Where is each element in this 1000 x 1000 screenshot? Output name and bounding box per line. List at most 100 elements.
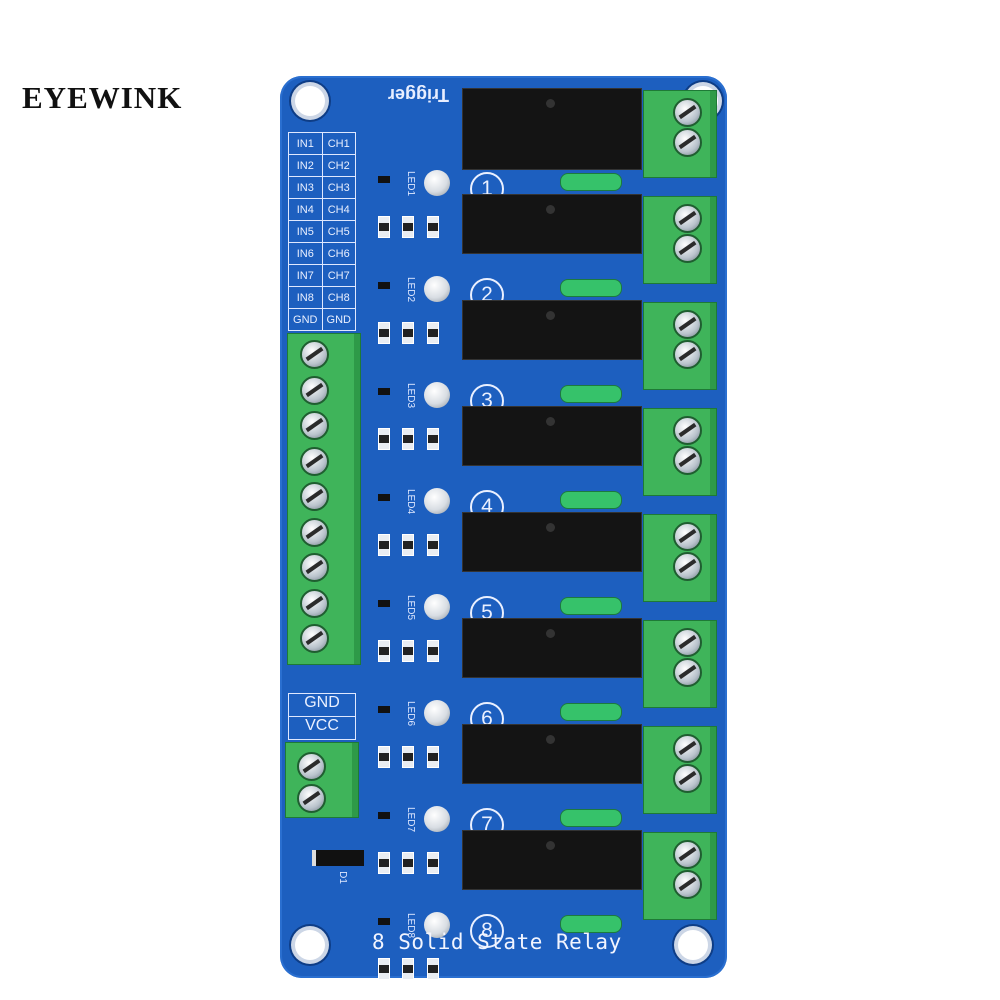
led-label: LED1	[405, 170, 417, 197]
channel-led	[424, 806, 450, 832]
ssr-module	[462, 194, 642, 254]
channel-led	[424, 170, 450, 196]
gnd-label: GND	[288, 693, 356, 717]
io-input-cell: IN6	[288, 242, 323, 265]
signal-screw[interactable]	[300, 411, 329, 440]
mounting-hole-top-left	[295, 86, 325, 116]
resistor	[378, 216, 390, 238]
signal-screw[interactable]	[300, 624, 329, 653]
channel-led	[424, 594, 450, 620]
output-screw[interactable]	[673, 628, 702, 657]
ssr-module	[462, 830, 642, 890]
output-screw[interactable]	[673, 446, 702, 475]
ssr-marker-dot	[546, 205, 555, 214]
signal-screw[interactable]	[300, 375, 329, 405]
channel-led	[424, 700, 450, 726]
signal-screw[interactable]	[300, 482, 329, 511]
output-screw[interactable]	[673, 840, 702, 869]
io-input-cell: IN1	[288, 132, 323, 155]
ssr-marker-dot	[546, 841, 555, 850]
transistor	[378, 812, 390, 819]
io-input-cell: IN2	[288, 154, 323, 177]
resistor	[378, 746, 390, 768]
led-label: LED4	[405, 488, 417, 515]
io-input-cell: IN8	[288, 286, 323, 309]
channel-led	[424, 276, 450, 302]
transistor	[378, 176, 390, 183]
output-screw[interactable]	[673, 658, 702, 687]
io-input-cell: IN3	[288, 176, 323, 199]
output-screw[interactable]	[673, 764, 702, 793]
io-input-cell: IN4	[288, 198, 323, 221]
fuse	[551, 279, 631, 297]
signal-screw[interactable]	[300, 588, 329, 618]
channel-led	[424, 488, 450, 514]
transistor	[378, 706, 390, 713]
ssr-marker-dot	[546, 99, 555, 108]
output-screw[interactable]	[673, 128, 702, 157]
resistor	[402, 958, 414, 980]
resistor	[378, 640, 390, 662]
fuse	[551, 491, 631, 509]
led-label: LED3	[405, 382, 417, 409]
ssr-module	[462, 512, 642, 572]
output-screw[interactable]	[673, 734, 702, 763]
resistor	[402, 852, 414, 874]
output-screw[interactable]	[673, 234, 702, 263]
output-screw[interactable]	[673, 340, 702, 369]
fuse	[551, 703, 631, 721]
output-screw[interactable]	[673, 98, 702, 127]
mounting-hole-bottom-left	[295, 930, 325, 960]
resistor	[402, 322, 414, 344]
io-input-cell: IN7	[288, 264, 323, 287]
resistor	[378, 322, 390, 344]
output-screw[interactable]	[673, 522, 702, 551]
transistor	[378, 918, 390, 925]
ssr-module	[462, 724, 642, 784]
resistor	[402, 640, 414, 662]
output-screw[interactable]	[673, 870, 702, 899]
channel-led	[424, 912, 450, 938]
led-label: LED5	[405, 594, 417, 621]
diode-d1-label: D1	[336, 871, 348, 884]
output-screw[interactable]	[673, 310, 702, 339]
output-screw[interactable]	[673, 204, 702, 233]
channel-led	[424, 382, 450, 408]
trigger-silkscreen: Trigger	[388, 85, 450, 105]
transistor	[378, 494, 390, 501]
fuse	[551, 597, 631, 615]
resistor	[378, 428, 390, 450]
transistor	[378, 600, 390, 607]
power-screw-gnd[interactable]	[297, 752, 326, 781]
ssr-marker-dot	[546, 735, 555, 744]
signal-screw[interactable]	[300, 446, 329, 476]
resistor	[427, 428, 439, 450]
fuse	[551, 385, 631, 403]
signal-screw[interactable]	[300, 553, 329, 582]
io-input-cell: IN5	[288, 220, 323, 243]
io-channel-cell: CH6	[321, 242, 356, 265]
resistor	[427, 958, 439, 980]
output-screw[interactable]	[673, 552, 702, 581]
fuse	[551, 809, 631, 827]
io-channel-cell: CH2	[321, 154, 356, 177]
ssr-marker-dot	[546, 523, 555, 532]
output-screw[interactable]	[673, 416, 702, 445]
power-screw-vcc[interactable]	[297, 784, 326, 813]
ssr-module	[462, 618, 642, 678]
io-channel-cell: CH8	[321, 286, 356, 309]
io-channel-cell: GND	[321, 308, 356, 331]
signal-screw[interactable]	[300, 340, 329, 369]
resistor	[427, 640, 439, 662]
signal-screw[interactable]	[300, 517, 329, 547]
fuse	[551, 173, 631, 191]
ssr-module	[462, 300, 642, 360]
ssr-module	[462, 406, 642, 466]
